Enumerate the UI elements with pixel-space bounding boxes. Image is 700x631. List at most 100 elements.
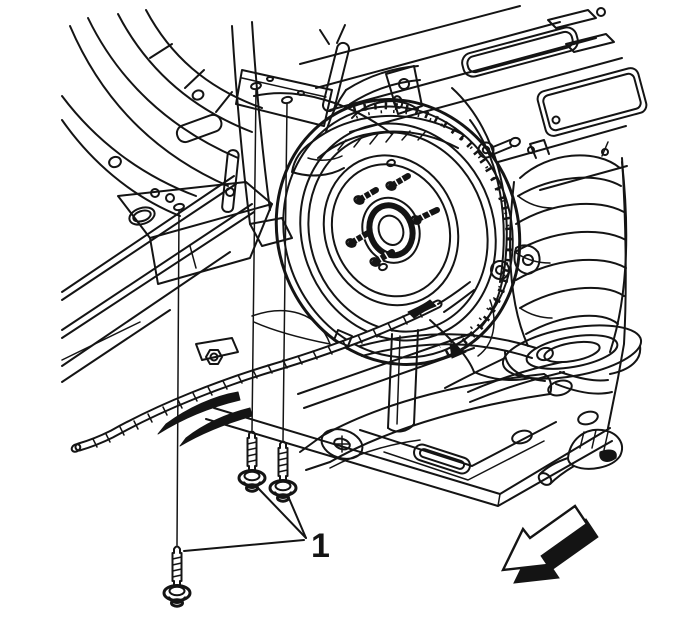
seat-ring bbox=[543, 340, 601, 364]
arch-rib bbox=[215, 91, 233, 113]
seat-arm bbox=[444, 357, 506, 389]
panel-outline bbox=[536, 67, 648, 137]
bracket-hole bbox=[398, 78, 410, 90]
pan-rib bbox=[497, 125, 627, 163]
arm-shadow bbox=[329, 439, 421, 469]
link-band bbox=[469, 371, 565, 403]
bead-inner bbox=[418, 448, 466, 470]
bolt-head-top bbox=[168, 585, 186, 597]
bolt-underside bbox=[273, 491, 293, 499]
seat-link bbox=[555, 383, 613, 395]
seat-ring bbox=[525, 334, 619, 370]
pan-hole bbox=[577, 410, 599, 426]
wheel-stud bbox=[348, 230, 371, 246]
pan-hole bbox=[551, 115, 561, 125]
cable-clip bbox=[333, 329, 353, 347]
arch-line bbox=[69, 25, 229, 187]
rail-line bbox=[61, 321, 141, 361]
leader-line bbox=[176, 209, 180, 546]
rail-line bbox=[61, 183, 237, 301]
rotor-outer2 bbox=[282, 105, 514, 359]
bolt-threads bbox=[277, 451, 289, 473]
panel-edge bbox=[61, 119, 181, 217]
coil bbox=[514, 230, 627, 253]
bolt-tip bbox=[248, 430, 256, 439]
bolt-2 bbox=[268, 440, 298, 503]
spring-side bbox=[509, 181, 529, 347]
bolt-base-nub bbox=[170, 598, 184, 608]
spring-side bbox=[609, 161, 628, 353]
hose-cap bbox=[509, 136, 521, 148]
hanger-rib bbox=[579, 429, 609, 451]
tower-edge bbox=[349, 79, 421, 105]
dust-shield bbox=[451, 87, 508, 357]
plate-hole bbox=[150, 188, 160, 198]
wheel-stud bbox=[413, 207, 440, 223]
pan-inner-edge bbox=[359, 421, 557, 467]
cable-branch bbox=[437, 281, 475, 313]
plate-hole bbox=[165, 193, 175, 203]
seat-lip bbox=[504, 351, 546, 382]
bracket-lump bbox=[351, 100, 417, 119]
pan-rib bbox=[349, 57, 623, 133]
strut-tower bbox=[175, 21, 423, 247]
bracket-rib bbox=[401, 130, 411, 141]
rail-line bbox=[61, 251, 231, 367]
callout-leader bbox=[183, 539, 305, 552]
callout-leader bbox=[257, 487, 307, 539]
cable-segments bbox=[92, 308, 423, 448]
bracket-band bbox=[317, 130, 459, 159]
mount-nub bbox=[527, 146, 535, 154]
ear-hole bbox=[522, 254, 534, 266]
mount-tick bbox=[601, 141, 609, 157]
arch-line bbox=[117, 13, 253, 133]
bolt-hole bbox=[281, 95, 293, 105]
bolt-base-nub bbox=[276, 493, 290, 503]
guide-bolt-center bbox=[209, 352, 219, 362]
cable-loop bbox=[251, 309, 331, 345]
lever-prong bbox=[157, 391, 241, 435]
arch-line bbox=[87, 17, 239, 159]
pipe-end bbox=[537, 472, 553, 486]
bracket-rib bbox=[369, 133, 379, 145]
callout-1-label: 1 bbox=[311, 527, 330, 565]
knuckle-bolt-center bbox=[495, 265, 505, 275]
hanger-body bbox=[567, 428, 623, 470]
bolt-1 bbox=[237, 430, 267, 493]
bolt-base-nub bbox=[245, 483, 259, 493]
hub-bore-inner bbox=[377, 214, 405, 246]
bolt-underside bbox=[167, 596, 187, 604]
rail-line bbox=[61, 203, 253, 331]
small-hole bbox=[297, 90, 305, 96]
pan-bead bbox=[413, 443, 471, 475]
pan-hole bbox=[547, 379, 573, 397]
arrow-face bbox=[500, 504, 589, 572]
pan-hole bbox=[596, 7, 606, 17]
bolt-underside bbox=[242, 481, 262, 489]
rail-line bbox=[61, 309, 171, 383]
hub-face bbox=[322, 154, 460, 307]
edge-join bbox=[497, 493, 501, 507]
callout-leader bbox=[287, 495, 307, 539]
exhaust-hanger bbox=[537, 428, 623, 486]
bracket-ear bbox=[513, 244, 541, 275]
toe-link bbox=[359, 333, 537, 349]
coil bbox=[515, 202, 625, 225]
cross-band bbox=[297, 333, 471, 395]
shield-edge bbox=[451, 87, 508, 327]
plate-oval-hole bbox=[128, 206, 156, 226]
bracket-rib bbox=[337, 139, 347, 151]
slot bbox=[175, 113, 223, 144]
hose-stem bbox=[493, 146, 512, 155]
channel bbox=[387, 329, 419, 429]
caliper-blob bbox=[291, 141, 345, 177]
rotor-band bbox=[299, 122, 497, 342]
leader-lines bbox=[176, 89, 307, 552]
cable-accent bbox=[407, 299, 437, 319]
vent-dots bbox=[355, 109, 511, 349]
floor-pan bbox=[253, 5, 648, 429]
channel-rib bbox=[396, 335, 401, 425]
bushing-center bbox=[333, 437, 351, 451]
bolt-hole bbox=[250, 81, 262, 91]
